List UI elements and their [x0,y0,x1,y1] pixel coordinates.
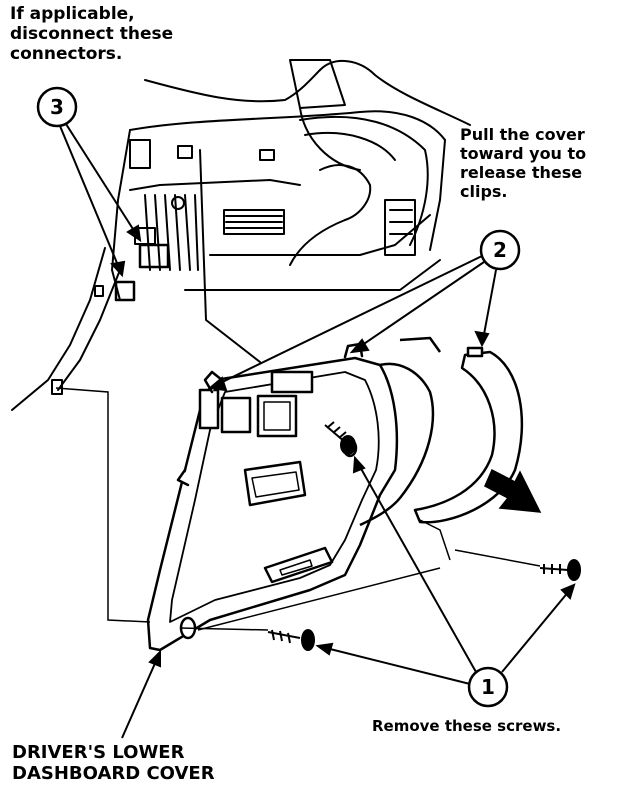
callout-2-circle [479,229,521,271]
dashboard-background [11,59,471,411]
callout-1-circle [467,666,509,708]
callout-3: 3 [36,86,142,278]
callout-3-number: 3 [50,95,64,119]
callout-3-circle [36,86,78,128]
part-name-arrow [121,649,161,739]
callout-2-number: 2 [493,238,507,262]
part-name-label: DRIVER'S LOWER DASHBOARD COVER [12,742,215,785]
callout-2: 2 [207,229,521,392]
lower-dashboard-cover [146,342,399,652]
screws-instruction-label: Remove these screws. [372,717,562,735]
screw-lower-left [267,629,315,651]
callout-1-number: 1 [481,675,495,699]
pull-direction-arrow [484,468,542,513]
clips-instruction-label: Pull the cover toward you to release the… [460,125,587,201]
screw-right [539,559,581,581]
callout-1: 1 [315,455,576,708]
leader-lines [55,387,541,631]
screw-middle [324,421,356,455]
connectors-instruction-label: If applicable, disconnect these connecto… [10,4,174,65]
